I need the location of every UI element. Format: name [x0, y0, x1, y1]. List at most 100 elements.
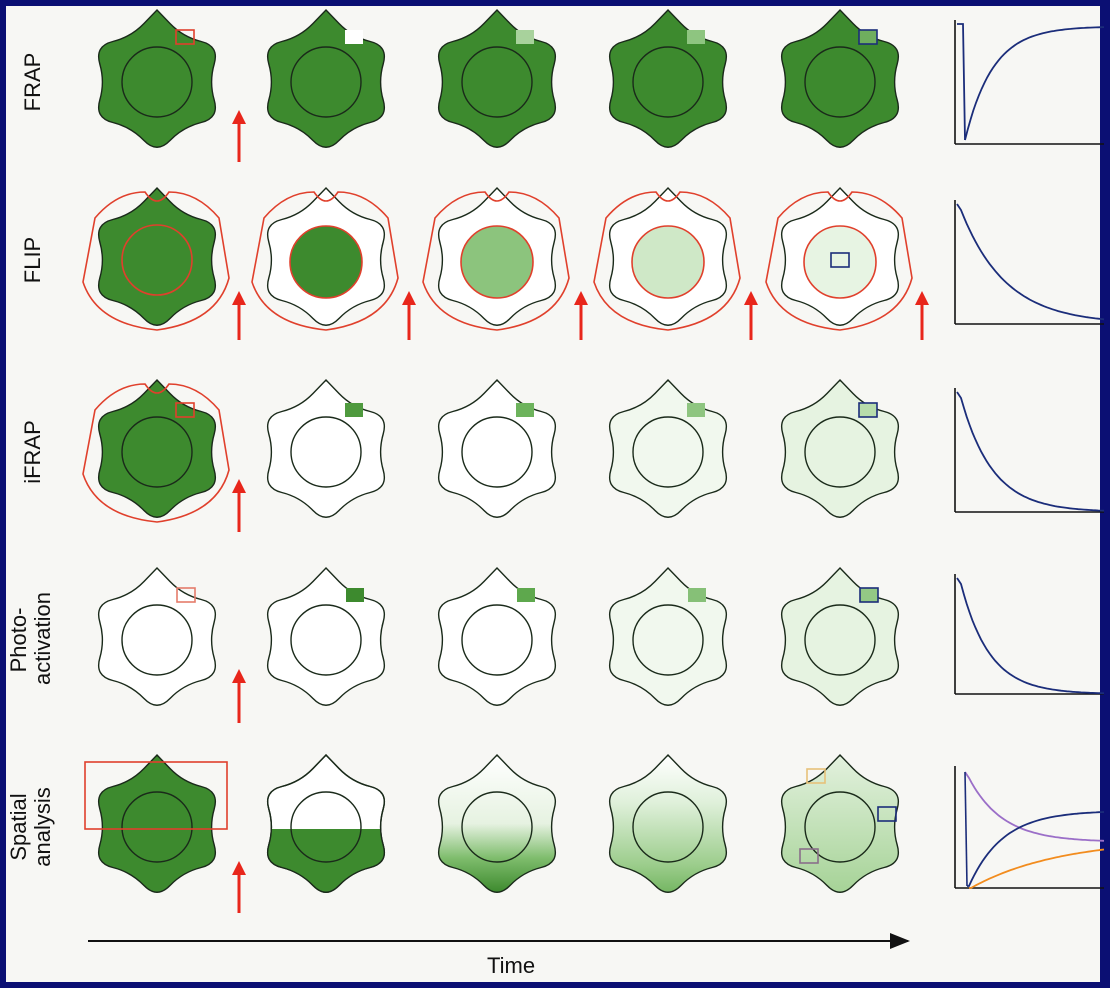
cell-body [437, 8, 557, 148]
spatial-cell [84, 753, 228, 893]
spatial-top-curve [964, 771, 1105, 842]
nucleus [289, 225, 363, 299]
bleach-region-outline [593, 191, 741, 331]
ifrap-cell [266, 378, 386, 518]
bleach-arrow-head [232, 861, 246, 875]
nucleus [290, 46, 362, 118]
roi-square [830, 252, 850, 268]
frap-cell [780, 8, 900, 148]
spatial-cell [608, 753, 728, 893]
cell-body [608, 8, 728, 148]
cell-body [437, 378, 557, 518]
roi-square-bottom [799, 848, 819, 864]
bleach-arrow-head [915, 291, 929, 305]
nucleus [803, 225, 877, 299]
flip-cell [251, 186, 399, 331]
spatial-cell [437, 753, 557, 893]
nucleus [631, 225, 705, 299]
spatial-middle-curve [967, 811, 1105, 887]
bleach-arrow-head [232, 669, 246, 683]
roi-square [687, 30, 705, 44]
nucleus [290, 791, 362, 863]
bleach-arrow-head [232, 291, 246, 305]
nucleus [804, 46, 876, 118]
bleach-arrow [232, 479, 246, 532]
flip-cell [422, 186, 570, 331]
cell-body [780, 753, 900, 893]
bleach-arrow-head [402, 291, 416, 305]
frap-bleach-drop [957, 23, 966, 141]
cell-body [780, 378, 900, 518]
spatial-graph [954, 766, 1105, 889]
spatial-cell [780, 753, 900, 893]
photoactivation-cell [608, 566, 728, 706]
roi-square [859, 587, 879, 603]
cell-body [608, 753, 728, 893]
bleach-arrow [915, 291, 929, 340]
nucleus [121, 604, 193, 676]
frap-cell [437, 8, 557, 148]
cell-body [780, 8, 900, 148]
cell-body [97, 186, 217, 326]
roi-square [175, 402, 195, 418]
cell-body [266, 566, 386, 706]
roi-square-top [806, 768, 826, 784]
nucleus [461, 791, 533, 863]
nucleus [804, 604, 876, 676]
frap-cell [97, 8, 217, 148]
roi-square [516, 403, 534, 417]
flip-cell [82, 186, 230, 331]
nucleus [632, 604, 704, 676]
nucleus-outline [121, 224, 193, 296]
photoactivation-cell [266, 566, 386, 706]
cell-body [780, 566, 900, 706]
nucleus [290, 604, 362, 676]
cell-body [97, 753, 217, 893]
cell-body [608, 378, 728, 518]
flip-cell [593, 186, 741, 331]
bleach-arrow [574, 291, 588, 340]
photoactivation-decay-curve [956, 577, 1105, 695]
cell-outline [266, 753, 386, 893]
bleach-arrow [402, 291, 416, 340]
roi-square [345, 403, 363, 417]
cell-body [97, 8, 217, 148]
bleach-region-outline [82, 191, 230, 331]
time-label: Time [487, 953, 536, 978]
ifrap-decay-curve [956, 391, 1105, 512]
bleach-arrow [232, 861, 246, 913]
row-label-flip: FLIP [20, 236, 45, 284]
cell-body [608, 566, 728, 706]
nucleus [121, 791, 193, 863]
nucleus [461, 46, 533, 118]
roi-square [346, 588, 364, 602]
nucleus [632, 46, 704, 118]
row-label-frap: FRAP [20, 52, 45, 112]
bleach-arrow-head [232, 479, 246, 493]
nucleus [632, 791, 704, 863]
cell-lower-half [267, 829, 385, 893]
bleach-arrow [232, 110, 246, 162]
nucleus [290, 416, 362, 488]
spatial-bottom-curve [969, 848, 1105, 889]
frap-graph [954, 20, 1105, 145]
cell-body [437, 566, 557, 706]
cell-body [97, 566, 217, 706]
bleach-arrow-head [232, 110, 246, 124]
roi-square [516, 30, 534, 44]
row-label-spatial: Spatial analysis [6, 787, 55, 867]
roi-square [517, 588, 535, 602]
nucleus [461, 416, 533, 488]
cell-body [97, 378, 217, 518]
spatial-cell [266, 753, 386, 893]
bleach-arrow [232, 669, 246, 723]
bleach-arrow [744, 291, 758, 340]
bleach-region-outline [82, 383, 230, 523]
roi-square [687, 403, 705, 417]
roi-square-right [877, 806, 897, 822]
cell-body [266, 378, 386, 518]
photoactivation-cell [97, 566, 217, 706]
frap-cell [266, 8, 386, 148]
